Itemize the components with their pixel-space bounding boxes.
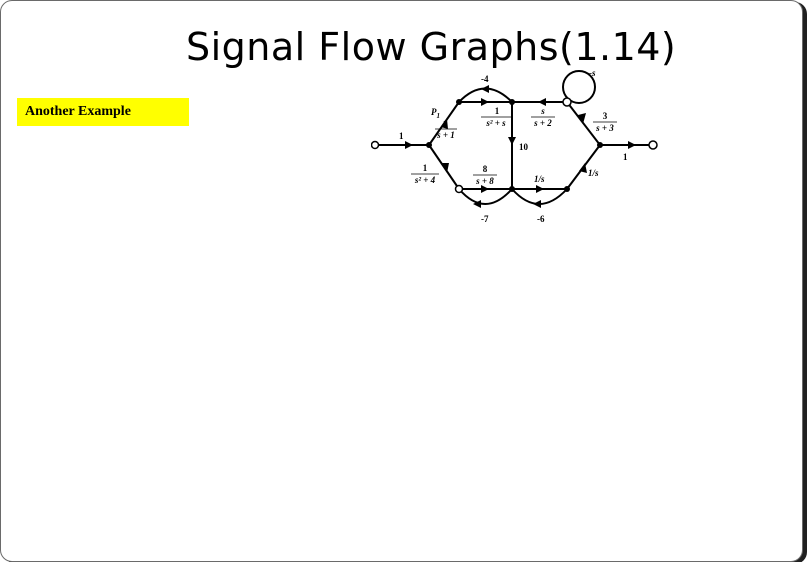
feedback-self-label: -s xyxy=(589,68,596,78)
node-bottom-left xyxy=(454,184,464,194)
arrow-feedback-bottom-left xyxy=(473,200,481,208)
node-top-mid xyxy=(509,99,515,105)
gain-top-mid-den: s² + s xyxy=(485,118,506,128)
node-top-right xyxy=(562,97,572,107)
arrow-right-up xyxy=(578,113,586,124)
arrow-input xyxy=(405,141,413,149)
signal-flow-graph: 1 1 P1 1 s + 1 1 s² + 4 1 s² + s s s + 2… xyxy=(371,68,658,224)
gain-input: 1 xyxy=(399,131,404,141)
gain-output: 1 xyxy=(623,152,628,162)
edge-right-up xyxy=(566,101,601,146)
node-junction-left xyxy=(426,142,432,148)
arrow-lower-left xyxy=(441,163,449,173)
arrow-right-down xyxy=(579,163,587,173)
gain-top-right-den: s + 2 xyxy=(533,118,552,128)
node-p1-label: P1 xyxy=(431,107,440,120)
arrow-feedback-bottom-right xyxy=(533,200,541,208)
gain-bottom-right: 1/s xyxy=(534,174,545,184)
gain-right-up-num: 3 xyxy=(603,111,608,121)
gain-top-left-den: s + 1 xyxy=(436,130,455,140)
node-p1 xyxy=(456,99,462,105)
arrow-top-mid xyxy=(481,98,489,106)
gain-top-left-num: 1 xyxy=(443,119,448,129)
node-input xyxy=(371,140,380,150)
feedback-bottom-left-label: -7 xyxy=(481,214,489,224)
node-bottom-mid xyxy=(509,186,515,192)
gain-bottom-mid-num: 8 xyxy=(483,164,488,174)
example-badge-label: Another Example xyxy=(25,104,131,119)
gain-right-down: 1/s xyxy=(588,168,599,178)
gain-bottom-left-den: s² + 4 xyxy=(414,175,436,185)
edge-feedback-bottom-left xyxy=(458,188,513,205)
slide-title: Signal Flow Graphs(1.14) xyxy=(186,25,677,69)
gain-bottom-mid-den: s + 8 xyxy=(475,176,494,186)
arrow-bottom-mid xyxy=(481,185,489,193)
gain-bottom-left-num: 1 xyxy=(423,163,428,173)
gain-top-right-num: s xyxy=(540,106,545,116)
arrow-vertical xyxy=(508,137,516,145)
node-junction-right xyxy=(597,142,603,148)
arrow-upper-left xyxy=(441,119,448,129)
arrow-top-right xyxy=(538,98,546,106)
arrow-feedback-top xyxy=(481,85,489,93)
arrow-bottom-right xyxy=(536,185,544,193)
feedback-top-label: -4 xyxy=(481,74,489,84)
gain-top-mid-num: 1 xyxy=(495,106,500,116)
gain-vertical: 10 xyxy=(519,142,529,152)
feedback-bottom-right-label: -6 xyxy=(537,214,545,224)
node-output xyxy=(648,140,658,150)
edge-self-loop xyxy=(562,70,596,104)
node-bottom-right xyxy=(564,186,570,192)
example-badge: Another Example xyxy=(17,98,189,126)
arrow-output xyxy=(628,141,636,149)
gain-right-up-den: s + 3 xyxy=(595,123,614,133)
